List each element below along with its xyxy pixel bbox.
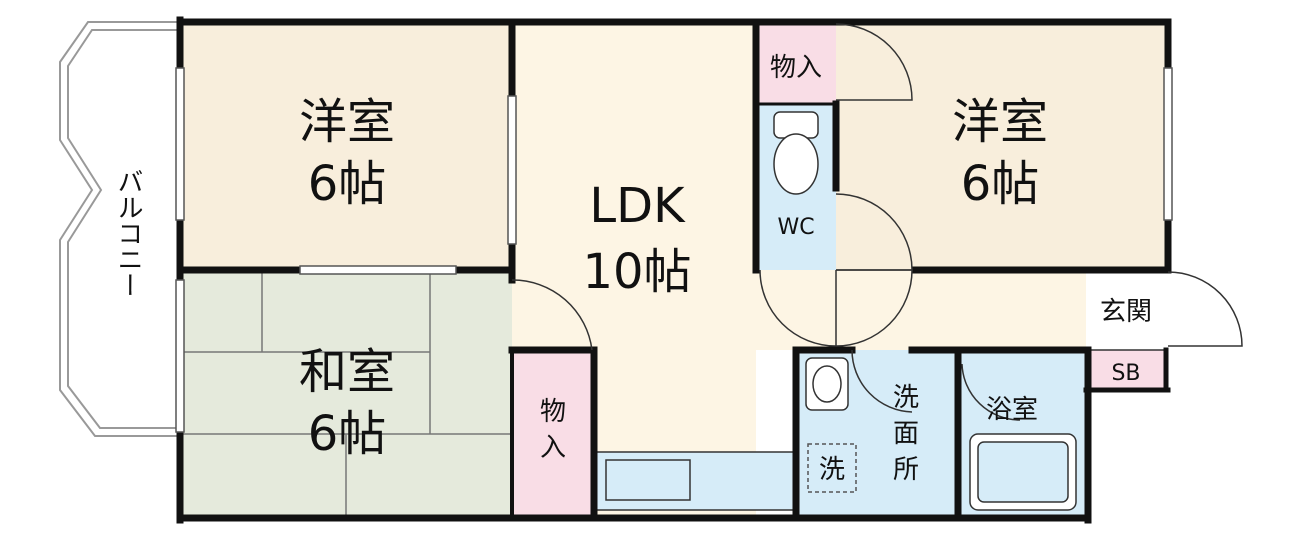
shoe-box-label: SB [1111,361,1140,386]
washer-label: 洗 [819,455,845,485]
western-right-name: 洋室 [952,94,1048,150]
entrance-label: 玄関 [1100,297,1152,327]
washroom-label-2: 面 [893,419,919,449]
japanese-size: 6帖 [308,406,387,462]
western-room-left-floor [182,24,512,270]
sink [605,459,691,501]
storage-bottom-label-a: 物 [540,397,566,427]
wc-label: WC [777,215,814,240]
washroom-label-3: 所 [893,455,919,485]
ldk-name: LDK [589,178,686,234]
western-left-size: 6帖 [308,156,387,212]
balcony [59,21,180,437]
washer-space [807,443,857,493]
hall-floor [756,270,1086,350]
storage-bottom-floor [512,350,594,518]
western-right-size: 6帖 [961,156,1040,212]
storage-top-floor [756,24,836,104]
bath-label: 浴室 [986,395,1038,425]
western-left-name: 洋室 [299,94,395,150]
door-swings [511,23,1243,421]
japanese-name: 和室 [299,344,395,400]
balcony-label: バルコニー [113,168,143,298]
toilet-icon [773,111,819,195]
washbasin-icon [805,357,849,411]
bathtub-icon [969,433,1077,511]
windows [175,67,1173,433]
storage-bottom-label-b: 入 [540,433,566,463]
western-room-right-floor [836,24,1166,270]
tatami-lines [182,270,512,518]
japanese-room-floor [182,270,512,518]
washroom-label-1: 洗 [893,383,919,413]
ldk-size: 10帖 [582,244,691,300]
storage-top-label: 物入 [770,53,822,83]
